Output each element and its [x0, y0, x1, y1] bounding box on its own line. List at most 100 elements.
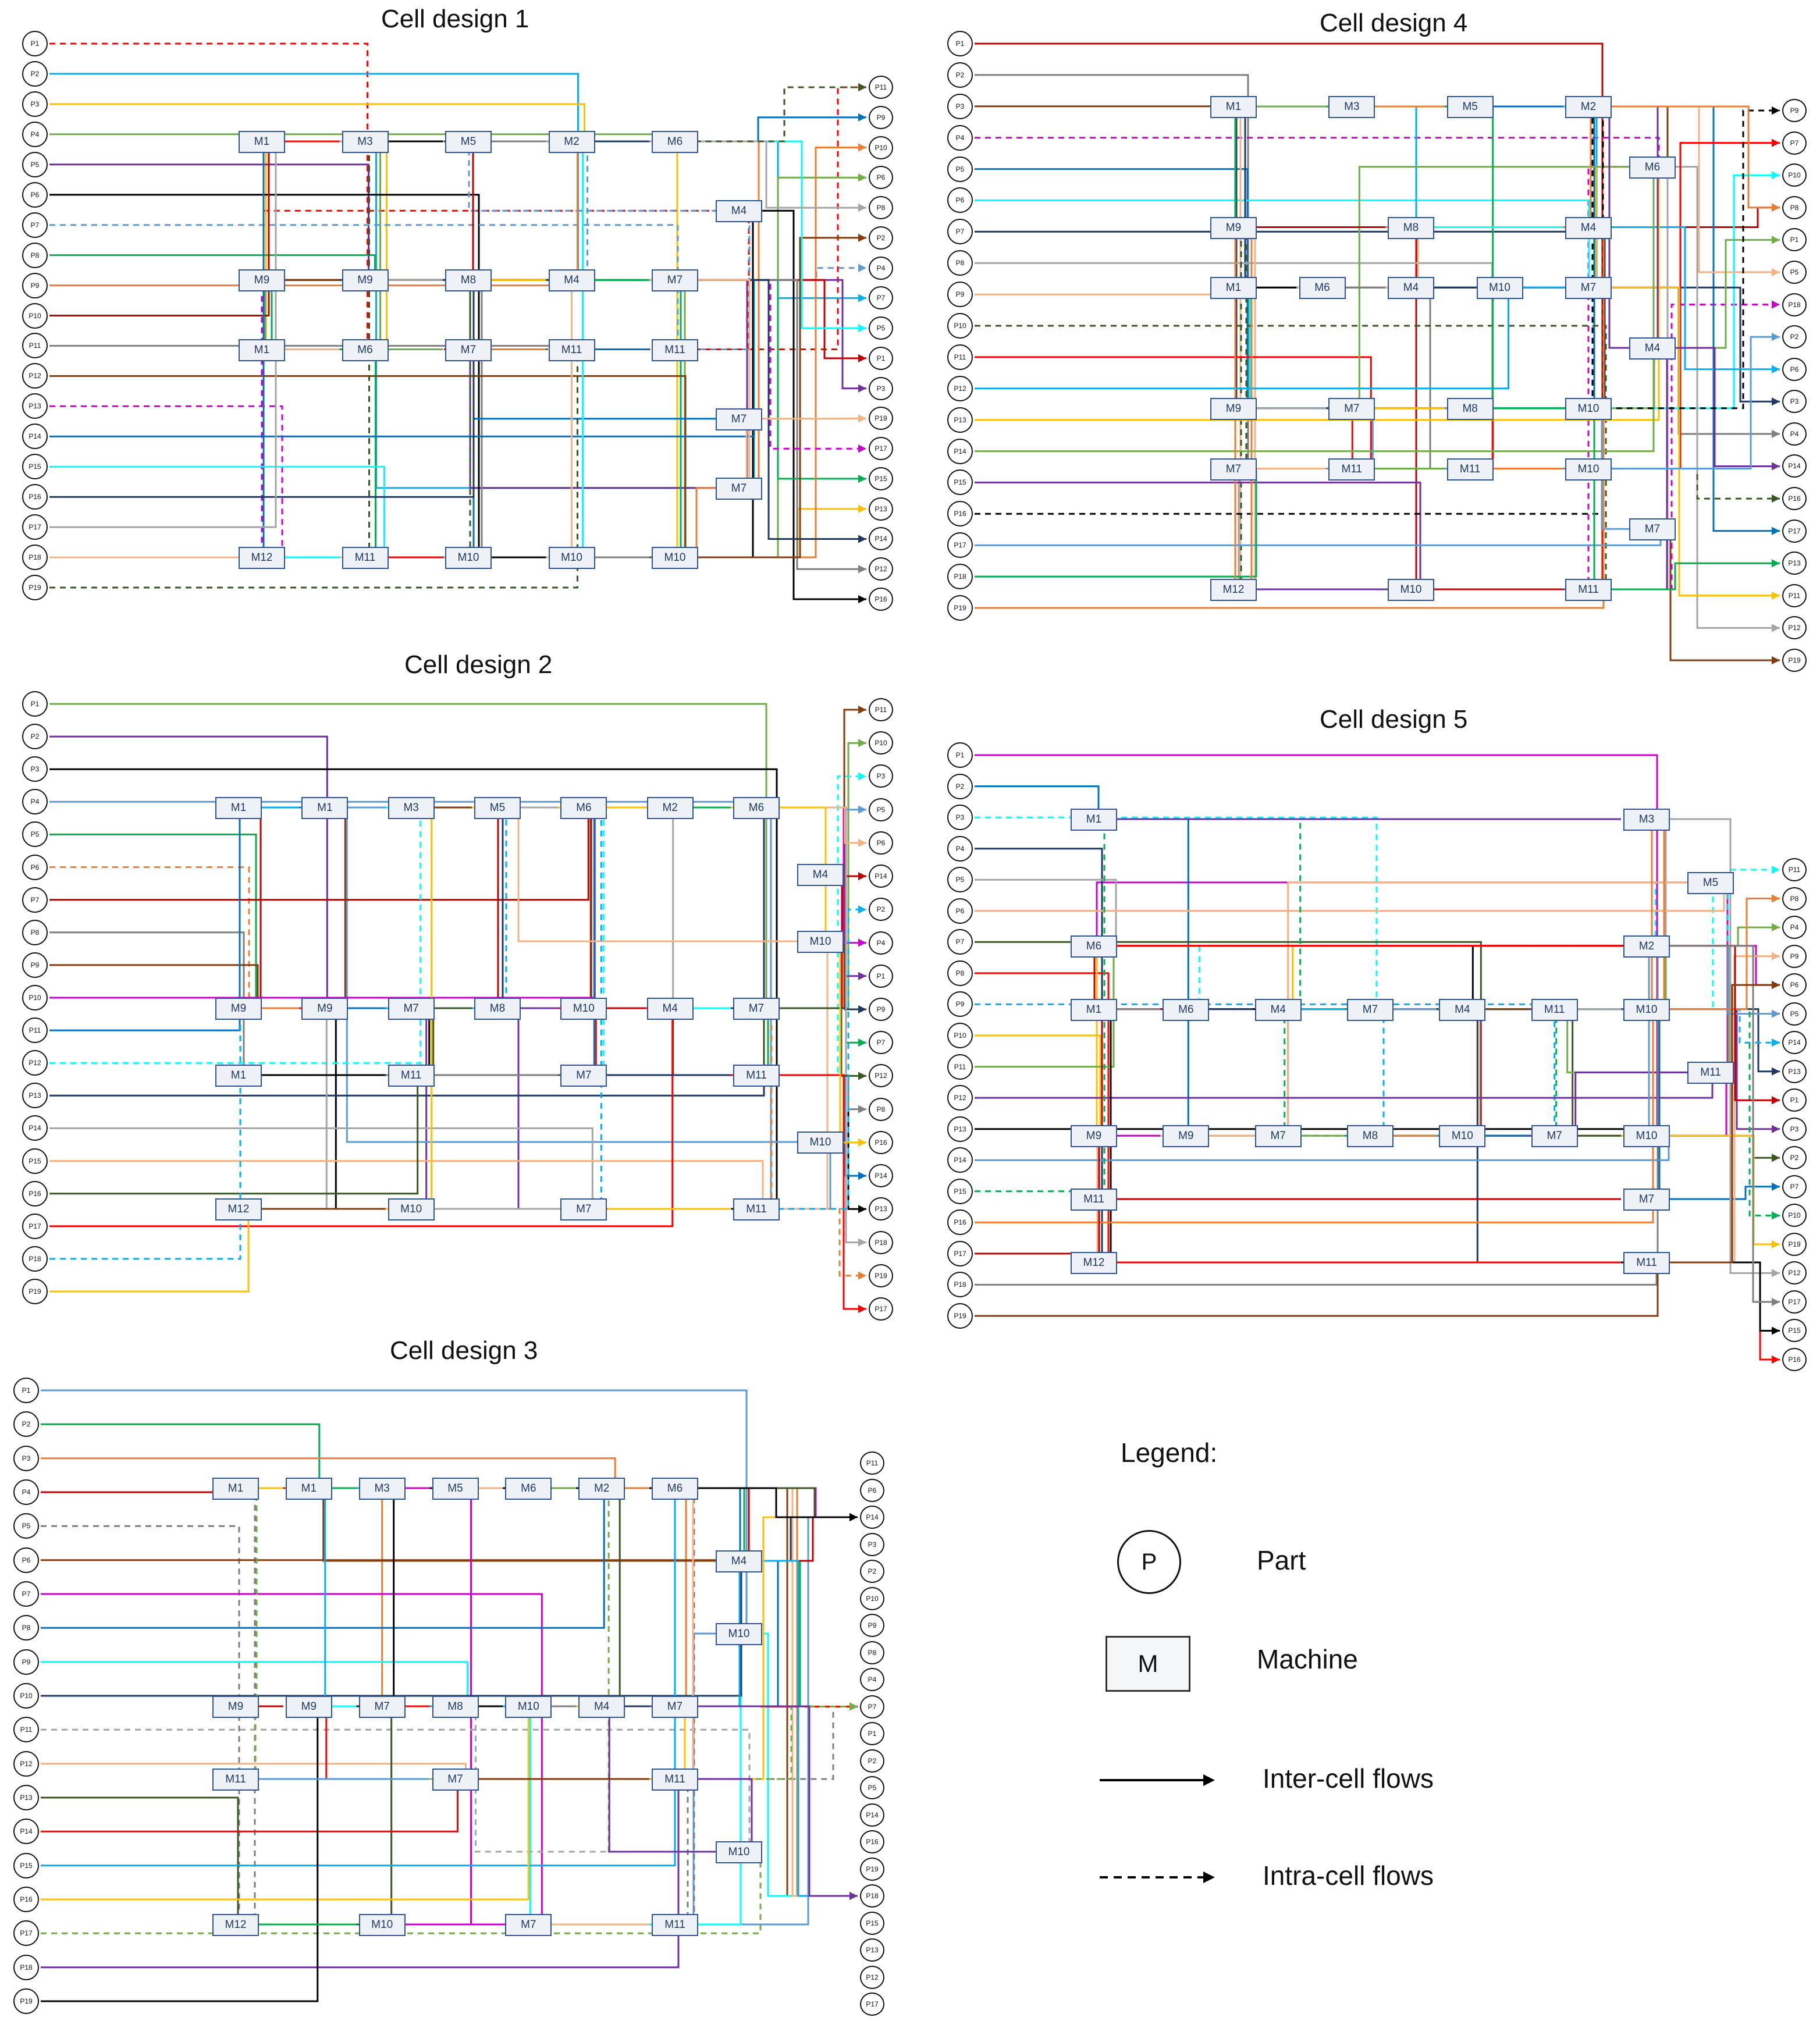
flow-line: [49, 1007, 866, 1195]
flow-arrowhead: [1772, 333, 1780, 341]
machine-node: M7: [505, 1914, 552, 1936]
flow-line: [49, 709, 866, 1009]
part-node-input: P3: [22, 756, 48, 782]
flow-line: [49, 806, 866, 1177]
part-node-input: P11: [22, 1017, 48, 1044]
machine-node: M10: [560, 998, 607, 1020]
part-node-output: P10: [1782, 1204, 1807, 1227]
part-node-output: P4: [1782, 422, 1807, 446]
flow-line: [41, 1487, 858, 1934]
machine-node: M9: [215, 998, 262, 1020]
part-node-output: P8: [1782, 195, 1807, 219]
flow-line: [975, 105, 1780, 532]
flow-arrowhead: [1772, 462, 1780, 471]
machine-node: M7: [560, 1065, 607, 1087]
part-node-output: P12: [860, 1965, 884, 1989]
machine-node: M1: [212, 1478, 259, 1500]
flow-line: [49, 833, 866, 1076]
part-node-input: P9: [22, 272, 48, 298]
part-node-input: P8: [947, 960, 973, 986]
machine-node: M7: [716, 477, 762, 500]
flow-arrowhead: [1772, 866, 1780, 874]
flow-arrowhead: [1772, 1326, 1780, 1335]
flow-line: [49, 806, 866, 1260]
part-node-output: P10: [1782, 163, 1807, 187]
flow-arrowhead: [858, 354, 866, 362]
part-node-output: P14: [1782, 1031, 1807, 1055]
flow-arrowhead: [858, 535, 866, 543]
flow-line: [975, 818, 1780, 1216]
machine-node: M7: [358, 1696, 406, 1718]
machine-node: M7: [432, 1769, 479, 1791]
part-node-input: P13: [22, 1083, 48, 1109]
machine-node: M1: [239, 131, 285, 153]
part-node-input: P18: [13, 1954, 39, 1980]
machine-node: M10: [548, 547, 595, 569]
machine-node: M8: [1446, 397, 1494, 420]
machine-node: M12: [1071, 1252, 1117, 1274]
part-node-input: P5: [22, 821, 48, 848]
machine-node: M4: [1439, 998, 1486, 1021]
part-node-output: P6: [1782, 357, 1807, 381]
part-node-output: P2: [1782, 325, 1807, 349]
panel-title-4: Cell design 4: [1320, 9, 1468, 37]
flow-arrowhead: [1772, 171, 1780, 180]
machine-node: M11: [1623, 1252, 1670, 1274]
machine-node: M10: [1388, 579, 1434, 601]
part-node-input: P12: [22, 1050, 48, 1076]
part-node-output: P8: [860, 1641, 884, 1664]
machine-node: M10: [1439, 1125, 1486, 1148]
machine-node: M6: [1163, 998, 1210, 1021]
part-node-output: P2: [1782, 1146, 1807, 1170]
panel-title-3: Cell design 3: [390, 1336, 538, 1365]
part-node-output: P5: [1782, 1002, 1807, 1026]
part-node-input: P7: [13, 1581, 39, 1607]
part-node-input: P14: [947, 438, 973, 464]
part-node-output: P2: [860, 1749, 884, 1773]
machine-node: M1: [1210, 277, 1257, 300]
machine-node: M12: [212, 1914, 259, 1936]
flow-arrowhead: [858, 204, 866, 212]
part-node-output: P9: [860, 1614, 884, 1637]
part-node-output: P13: [869, 497, 893, 521]
part-node-input: P8: [22, 919, 48, 945]
part-node-output: P16: [860, 1830, 884, 1853]
machine-node: M11: [342, 547, 389, 569]
part-node-output: P5: [1782, 260, 1807, 284]
flow-arrowhead: [858, 1138, 866, 1147]
machine-node: M5: [432, 1478, 479, 1500]
machine-node: M11: [1328, 458, 1375, 481]
part-node-input: P19: [947, 595, 973, 621]
flow-arrowhead: [1772, 203, 1780, 212]
flow-line: [41, 1487, 858, 1707]
machine-node: M11: [1071, 1189, 1117, 1211]
flow-arrowhead: [1772, 923, 1780, 932]
part-node-input: P1: [22, 31, 48, 56]
flow-arrowhead: [858, 264, 866, 272]
part-node-input: P6: [947, 898, 973, 924]
part-node-output: P18: [860, 1884, 884, 1908]
flow-arrowhead: [858, 384, 866, 393]
flow-line: [49, 140, 866, 360]
part-node-input: P11: [947, 344, 973, 370]
machine-node: M3: [342, 131, 389, 153]
part-node-output: P7: [869, 286, 893, 310]
flow-line: [49, 866, 866, 1277]
part-node-output: P19: [1782, 649, 1807, 672]
part-node-output: P11: [860, 1451, 884, 1475]
machine-node: M2: [548, 131, 595, 153]
machine-node: M10: [1623, 998, 1670, 1021]
part-node-input: P9: [947, 282, 973, 308]
part-node-output: P14: [869, 1164, 893, 1188]
flow-arrowhead: [1772, 1297, 1780, 1306]
flow-line: [49, 806, 866, 1097]
machine-node: M8: [474, 998, 521, 1020]
part-node-output: P16: [869, 1130, 893, 1154]
part-node-input: P5: [13, 1513, 39, 1539]
flow-network-1: [49, 42, 866, 603]
part-node-input: P12: [947, 375, 973, 401]
part-node-output: P9: [1782, 99, 1807, 122]
part-node-output: P7: [860, 1695, 884, 1718]
machine-node: M7: [1565, 277, 1612, 300]
flow-line: [49, 254, 866, 558]
